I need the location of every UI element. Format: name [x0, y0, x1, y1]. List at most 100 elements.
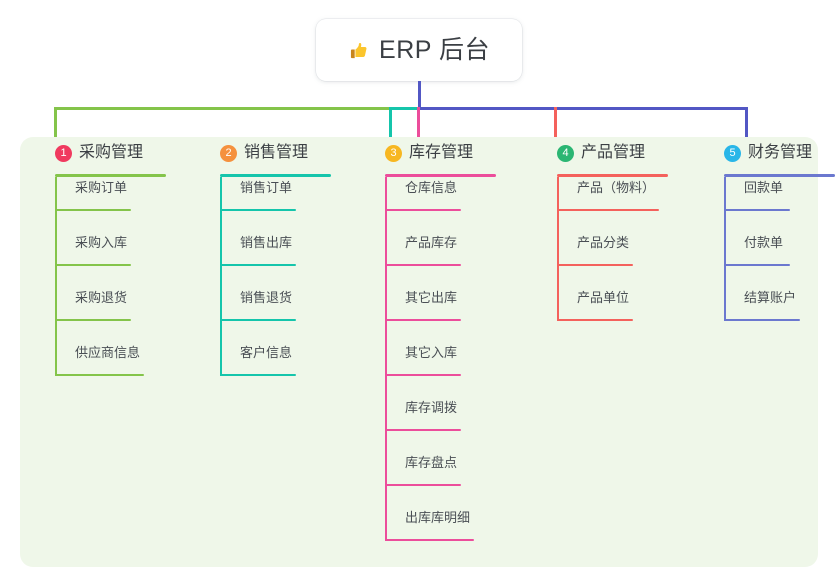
branch-item[interactable]: 其它入库 [385, 345, 461, 376]
branch-header-rule [55, 174, 166, 177]
branch-item-rule [557, 209, 659, 211]
branch-item-label: 供应商信息 [75, 345, 141, 360]
branch-header-rule [385, 174, 496, 177]
connector-drop-4 [554, 107, 557, 140]
branch-item-label: 库存调拨 [405, 400, 458, 415]
branch-item[interactable]: 销售出库 [220, 235, 296, 266]
branch-item-rule [220, 264, 296, 266]
branch-item-label: 产品分类 [577, 235, 630, 250]
branch-header-1[interactable]: 1 采购管理 [55, 145, 143, 162]
connector-drop-5 [745, 107, 748, 140]
branch-item[interactable]: 产品分类 [557, 235, 633, 266]
branch-item-rule [385, 264, 461, 266]
branch-item-rule [385, 429, 461, 431]
branch-title: 采购管理 [79, 144, 144, 161]
branch-number-badge: 1 [55, 145, 72, 162]
root-node-card[interactable]: ERP 后台 [316, 19, 522, 81]
branch-header-2[interactable]: 2 销售管理 [220, 145, 308, 162]
branch-item[interactable]: 库存调拨 [385, 400, 461, 431]
branch-item[interactable]: 产品单位 [557, 291, 633, 321]
branch-item-rule [385, 374, 461, 376]
branch-item-label: 销售出库 [240, 235, 293, 250]
connector-bus-right [417, 107, 748, 110]
connector-stem [418, 81, 421, 108]
branch-number-badge: 2 [220, 145, 237, 162]
connector-bus-sales [390, 107, 417, 110]
branch-item-rule [55, 264, 131, 266]
branch-item[interactable]: 客户信息 [220, 345, 296, 376]
branches-panel: 1 采购管理采购订单采购入库采购退货供应商信息 2 销售管理销售订单销售出库销售退货客… [20, 137, 835, 567]
connector-drop-3 [417, 107, 420, 140]
branch-item-label: 出库库明细 [405, 510, 471, 525]
branch-item-rule [55, 319, 131, 321]
branch-number-badge: 3 [385, 145, 402, 162]
branch-item[interactable]: 付款单 [724, 235, 790, 266]
branch-title: 库存管理 [409, 144, 474, 161]
branch-header-rule [220, 174, 331, 177]
branch-item-label: 采购退货 [75, 290, 128, 305]
branch-item-label: 库存盘点 [405, 455, 458, 470]
branch-item[interactable]: 采购退货 [55, 290, 131, 321]
branch-item[interactable]: 其它出库 [385, 290, 461, 321]
branch-item[interactable]: 产品（物料） [557, 181, 659, 211]
root-node-title: ERP 后台 [379, 35, 490, 64]
branch-item-rule [385, 319, 461, 321]
branch-header-4[interactable]: 4 产品管理 [557, 145, 645, 162]
branch-item[interactable]: 销售退货 [220, 290, 296, 321]
branch-item-rule [220, 374, 296, 376]
branch-item-rule [220, 319, 296, 321]
branch-title: 产品管理 [581, 144, 646, 161]
branch-number-badge: 5 [724, 145, 741, 162]
branch-item-label: 付款单 [744, 235, 784, 250]
branch-item-rule [385, 539, 474, 541]
branch-header-rule [557, 174, 668, 177]
branch-item[interactable]: 销售订单 [220, 180, 296, 211]
branch-item-label: 客户信息 [240, 345, 293, 360]
branch-item-rule [724, 209, 790, 211]
branch-item-label: 结算账户 [744, 290, 797, 305]
branch-title: 销售管理 [244, 144, 309, 161]
branch-item-rule [55, 374, 144, 376]
branch-item[interactable]: 采购入库 [55, 235, 131, 266]
connector-drop-2 [389, 107, 392, 140]
branch-item-label: 回款单 [744, 180, 784, 195]
branch-item-label: 其它入库 [405, 345, 458, 360]
branch-item-rule [55, 209, 131, 211]
branch-item[interactable]: 回款单 [724, 180, 790, 211]
branch-item[interactable]: 出库库明细 [385, 510, 474, 541]
branch-header-3[interactable]: 3 库存管理 [385, 145, 473, 162]
branch-item-rule [724, 319, 800, 321]
branch-item-rule [557, 319, 633, 321]
connector-bus-purchasing [54, 107, 390, 110]
branch-item[interactable]: 库存盘点 [385, 455, 461, 486]
branch-header-5[interactable]: 5 财务管理 [724, 145, 812, 162]
branch-title: 财务管理 [748, 144, 813, 161]
branch-item-rule [385, 209, 461, 211]
branch-item-label: 其它出库 [405, 290, 458, 305]
branch-spine [220, 177, 222, 376]
branch-item-rule [557, 264, 633, 266]
branch-item-label: 产品库存 [405, 235, 458, 250]
branch-item[interactable]: 结算账户 [724, 290, 800, 321]
branch-item[interactable]: 供应商信息 [55, 345, 144, 376]
branch-item-rule [385, 484, 461, 486]
connector-drop-1 [54, 107, 57, 140]
branch-spine [557, 177, 559, 321]
branch-header-rule [724, 174, 835, 177]
thumbs-up-icon [350, 42, 367, 59]
branch-item-label: 销售退货 [240, 290, 293, 305]
branch-item-rule [724, 264, 790, 266]
branch-item[interactable]: 产品库存 [385, 235, 461, 266]
branch-number-badge: 4 [557, 145, 574, 162]
branch-spine [724, 177, 726, 321]
root-node-content: ERP 后台 [348, 35, 490, 64]
branch-item[interactable]: 采购订单 [55, 180, 131, 211]
branch-item-label: 采购入库 [75, 235, 128, 250]
branch-item-rule [220, 209, 296, 211]
branch-spine [385, 177, 387, 541]
branch-item-label: 销售订单 [240, 180, 293, 195]
branch-item[interactable]: 仓库信息 [385, 181, 461, 211]
branch-spine [55, 177, 57, 376]
branch-item-label: 采购订单 [75, 180, 128, 195]
